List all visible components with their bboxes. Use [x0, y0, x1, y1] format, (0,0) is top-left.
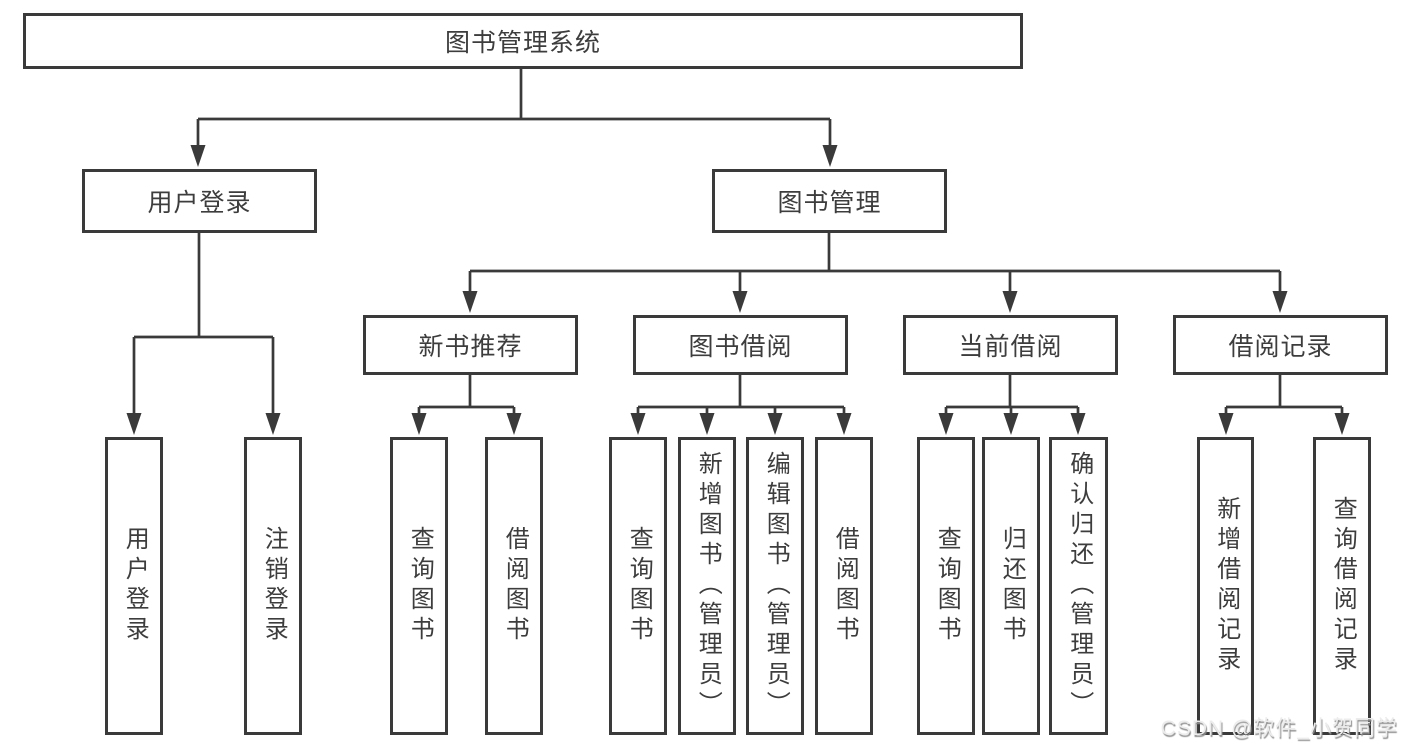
leaf-edit-book-admin: 编辑图书（管理员）	[746, 437, 804, 735]
node-new-book-recommendation: 新书推荐	[363, 315, 578, 375]
arrowhead-down-icon	[1272, 291, 1288, 313]
arrowhead-down-icon	[1002, 291, 1018, 313]
leaf-borrow-books-recommend: 借阅图书	[485, 437, 543, 735]
node-user-login: 用户登录	[82, 169, 317, 233]
arrowhead-down-icon	[699, 413, 715, 435]
leaf-add-borrow-record: 新增借阅记录	[1197, 437, 1254, 735]
connector-borrowing-records-to-leaves	[1218, 375, 1350, 435]
arrowhead-down-icon	[822, 145, 838, 167]
arrowhead-down-icon	[1334, 413, 1350, 435]
node-borrowing-records: 借阅记录	[1173, 315, 1388, 375]
leaf-return-book: 归还图书	[982, 437, 1040, 735]
connector-user-login-to-leaves	[126, 233, 281, 435]
leaf-confirm-return-admin: 确认归还（管理员）	[1049, 437, 1108, 735]
connector-book-borrowing-to-leaves	[630, 375, 852, 435]
connector-root-to-level2	[190, 69, 838, 167]
arrowhead-down-icon	[411, 413, 427, 435]
leaf-borrow-books: 借阅图书	[815, 437, 873, 735]
arrowhead-down-icon	[836, 413, 852, 435]
arrowhead-down-icon	[1070, 413, 1086, 435]
arrowhead-down-icon	[190, 145, 206, 167]
node-current-borrowing: 当前借阅	[903, 315, 1118, 375]
arrowhead-down-icon	[265, 413, 281, 435]
node-book-borrowing: 图书借阅	[633, 315, 848, 375]
csdn-watermark: CSDN @软件_小贺同学	[1160, 717, 1398, 740]
leaf-add-book-admin: 新增图书（管理员）	[678, 437, 736, 735]
leaf-query-books-borrowing: 查询图书	[609, 437, 667, 735]
arrowhead-down-icon	[462, 291, 478, 313]
connector-current-borrowing-to-leaves	[938, 375, 1086, 435]
leaf-query-books-recommend: 查询图书	[390, 437, 448, 735]
arrowhead-down-icon	[1218, 413, 1234, 435]
arrowhead-down-icon	[506, 413, 522, 435]
connector-book-management-to-level3	[462, 233, 1288, 313]
leaf-user-login: 用户登录	[105, 437, 163, 735]
leaf-query-books-current: 查询图书	[917, 437, 975, 735]
node-book-management: 图书管理	[712, 169, 947, 233]
connector-new-book-to-leaves	[411, 375, 522, 435]
arrowhead-down-icon	[732, 291, 748, 313]
arrowhead-down-icon	[938, 413, 954, 435]
node-library-management-system: 图书管理系统	[23, 13, 1023, 69]
arrowhead-down-icon	[1003, 413, 1019, 435]
arrowhead-down-icon	[630, 413, 646, 435]
leaf-logout: 注销登录	[244, 437, 302, 735]
arrowhead-down-icon	[767, 413, 783, 435]
arrowhead-down-icon	[126, 413, 142, 435]
leaf-query-borrow-record: 查询借阅记录	[1313, 437, 1371, 735]
